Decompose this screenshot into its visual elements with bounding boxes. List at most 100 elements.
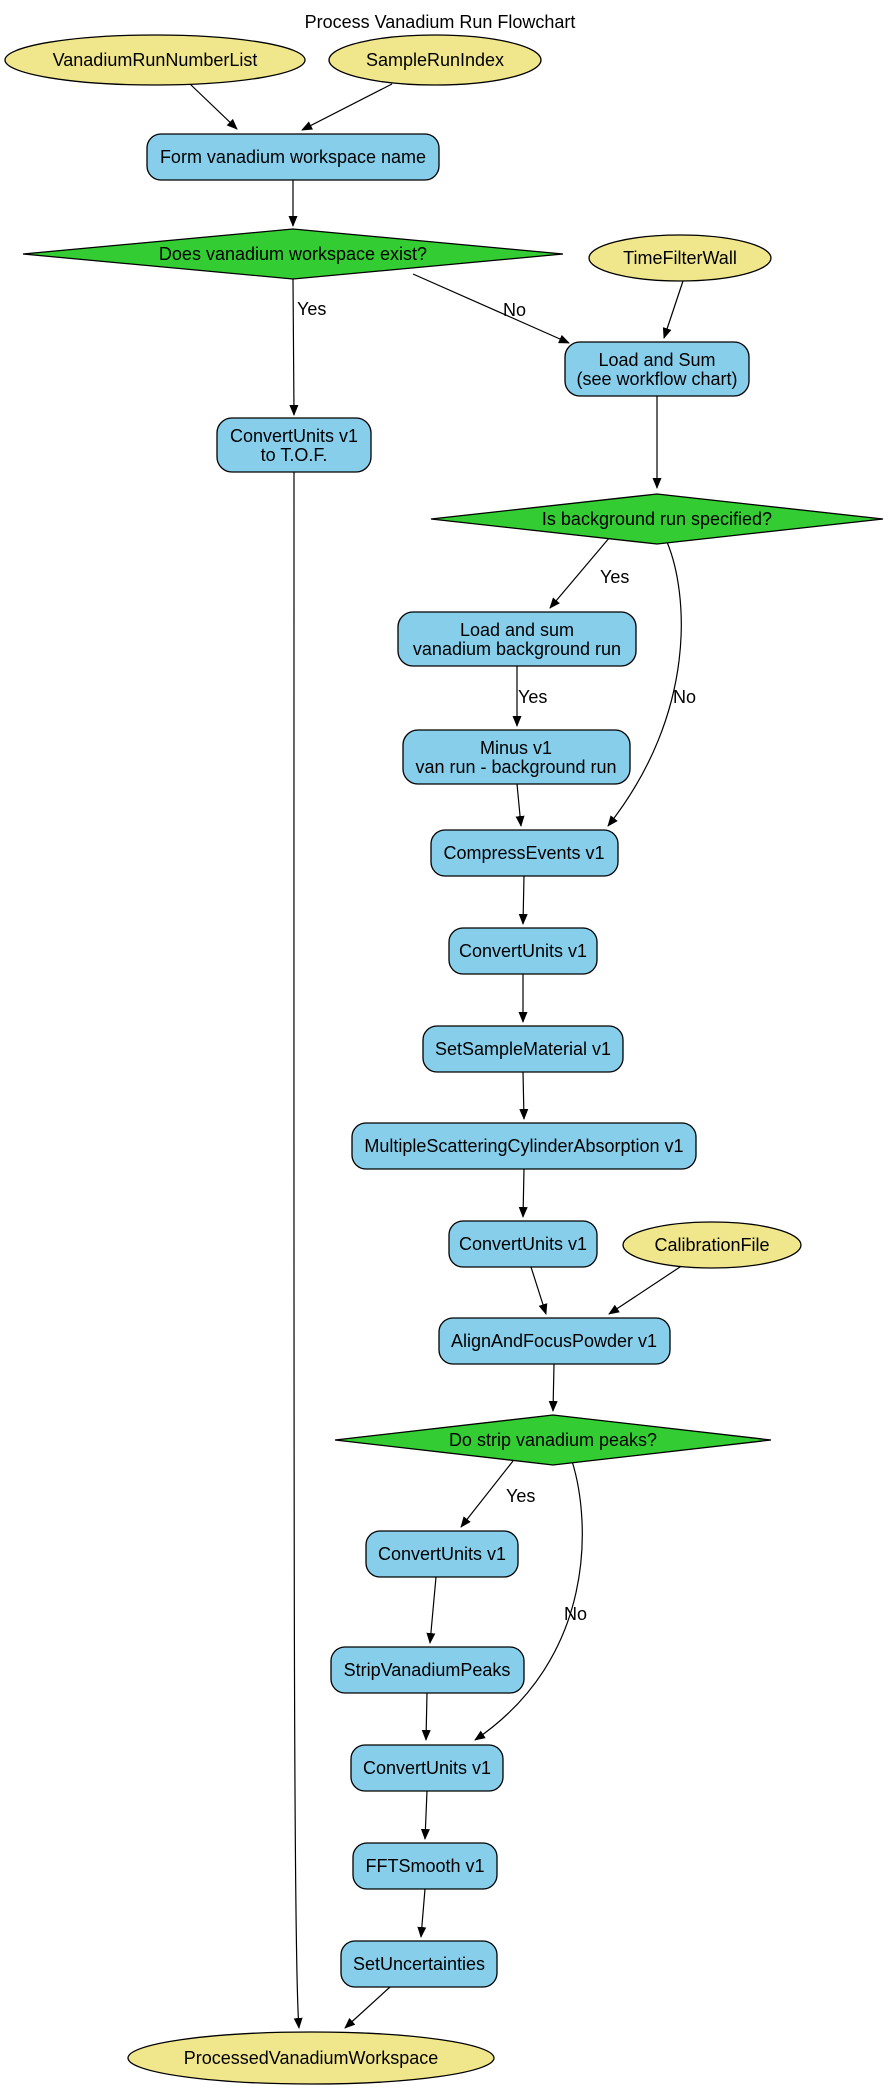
edge-convertunits2-to-alignandfocus bbox=[530, 1266, 548, 1315]
node-time-filter-wall: TimeFilterWall bbox=[588, 234, 772, 282]
decision-diamond bbox=[334, 1414, 772, 1466]
node-label: Form vanadium workspace name bbox=[160, 147, 426, 167]
node-label: AlignAndFocusPowder v1 bbox=[451, 1331, 657, 1351]
node-form-vanadium-workspace-name: Form vanadium workspace name bbox=[146, 133, 440, 181]
edge-background-yes-to-loadbackground bbox=[549, 536, 611, 609]
process-box bbox=[438, 1317, 671, 1365]
node-label-line2: to T.O.F. bbox=[261, 445, 328, 465]
edge-samplerunindex-to-form bbox=[301, 83, 393, 131]
node-label: VanadiumRunNumberList bbox=[53, 50, 258, 70]
node-label-line2: van run - background run bbox=[415, 757, 616, 777]
node-calibration-file: CalibrationFile bbox=[622, 1221, 802, 1269]
process-box bbox=[216, 417, 372, 473]
flowchart-title: Process Vanadium Run Flowchart bbox=[305, 12, 576, 32]
node-processed-vanadium-workspace: ProcessedVanadiumWorkspace bbox=[127, 2031, 495, 2085]
node-label-line2: (see workflow chart) bbox=[576, 369, 737, 389]
node-convert-units-tof: ConvertUnits v1 to T.O.F. bbox=[216, 417, 372, 473]
edge-vanadiumrunnumberlist-to-form bbox=[189, 83, 238, 130]
edge-timefilterwall-to-loadandsum bbox=[662, 280, 684, 339]
node-do-strip-vanadium-peaks: Do strip vanadium peaks? bbox=[334, 1414, 772, 1466]
node-label: SampleRunIndex bbox=[366, 50, 504, 70]
edge-label-loadbackground-yes: Yes bbox=[518, 687, 547, 707]
node-label: CompressEvents v1 bbox=[443, 843, 604, 863]
node-label: ProcessedVanadiumWorkspace bbox=[184, 2048, 438, 2068]
edge-label-background-yes: Yes bbox=[600, 567, 629, 587]
node-set-sample-material: SetSampleMaterial v1 bbox=[422, 1025, 624, 1073]
node-label: Is background run specified? bbox=[542, 509, 772, 529]
node-label: TimeFilterWall bbox=[623, 248, 737, 268]
process-box bbox=[397, 611, 637, 667]
node-does-vanadium-workspace-exist: Does vanadium workspace exist? bbox=[22, 228, 564, 280]
node-compress-events: CompressEvents v1 bbox=[430, 829, 619, 877]
node-label: Do strip vanadium peaks? bbox=[449, 1430, 657, 1450]
node-label-line2: vanadium background run bbox=[413, 639, 621, 659]
node-label: ConvertUnits v1 bbox=[459, 1234, 587, 1254]
decision-diamond bbox=[22, 228, 564, 280]
node-label: ConvertUnits v1 bbox=[459, 941, 587, 961]
node-strip-vanadium-peaks: StripVanadiumPeaks bbox=[330, 1646, 525, 1694]
decision-diamond bbox=[430, 493, 884, 545]
edge-minus-to-compressevents bbox=[515, 783, 525, 827]
input-ellipse bbox=[588, 234, 772, 282]
edge-exist-no-to-loadandsum bbox=[412, 273, 570, 344]
process-box bbox=[352, 1842, 498, 1890]
edge-label-strip-yes: Yes bbox=[506, 1486, 535, 1506]
edge-strip-no-to-convertunits4 bbox=[474, 1460, 583, 1741]
edge-convertunits-tof-to-processedworkspace bbox=[293, 471, 303, 2029]
node-minus: Minus v1 van run - background run bbox=[402, 729, 631, 785]
node-label: ConvertUnits v1 bbox=[363, 1758, 491, 1778]
node-label: StripVanadiumPeaks bbox=[344, 1660, 511, 1680]
node-label-line1: ConvertUnits v1 bbox=[230, 426, 358, 446]
process-box bbox=[330, 1646, 525, 1694]
node-multiple-scattering-cylinder-absorption: MultipleScatteringCylinderAbsorption v1 bbox=[351, 1122, 697, 1170]
process-box bbox=[340, 1940, 498, 1988]
node-convert-units-3: ConvertUnits v1 bbox=[365, 1530, 519, 1578]
node-align-and-focus-powder: AlignAndFocusPowder v1 bbox=[438, 1317, 671, 1365]
edge-label-strip-no: No bbox=[564, 1604, 587, 1624]
node-label: MultipleScatteringCylinderAbsorption v1 bbox=[364, 1136, 683, 1156]
edge-convertunits3-to-stripvanadiumpeaks bbox=[426, 1576, 437, 1644]
node-load-and-sum-vanadium-background-run: Load and sum vanadium background run bbox=[397, 611, 637, 667]
edge-background-no-to-compressevents bbox=[607, 541, 682, 827]
edge-label-background-no: No bbox=[673, 687, 696, 707]
edge-convertunits4-to-fftsmooth bbox=[420, 1790, 430, 1840]
node-label: ConvertUnits v1 bbox=[378, 1544, 506, 1564]
node-label: SetSampleMaterial v1 bbox=[435, 1039, 611, 1059]
edge-label-exist-no: No bbox=[503, 300, 526, 320]
process-box bbox=[402, 729, 631, 785]
node-label: FFTSmooth v1 bbox=[365, 1856, 484, 1876]
edge-compressevents-to-convertunits1 bbox=[518, 875, 528, 925]
input-ellipse bbox=[4, 34, 306, 86]
edge-setsamplematerial-to-multiplescattering bbox=[519, 1071, 529, 1120]
edge-alignandfocus-to-strip-decision bbox=[548, 1363, 558, 1412]
edge-calibrationfile-to-alignandfocus bbox=[608, 1264, 684, 1315]
node-label: CalibrationFile bbox=[654, 1235, 769, 1255]
node-set-uncertainties: SetUncertainties bbox=[340, 1940, 498, 1988]
process-box bbox=[564, 341, 750, 397]
node-label-line1: Load and sum bbox=[460, 620, 574, 640]
process-box bbox=[365, 1530, 519, 1578]
node-convert-units-1: ConvertUnits v1 bbox=[448, 927, 598, 975]
input-ellipse bbox=[622, 1221, 802, 1269]
node-convert-units-2: ConvertUnits v1 bbox=[448, 1220, 598, 1268]
node-label: SetUncertainties bbox=[353, 1954, 485, 1974]
edge-setuncertainties-to-processedworkspace bbox=[344, 1986, 391, 2029]
input-ellipse bbox=[328, 34, 542, 86]
process-box bbox=[422, 1025, 624, 1073]
node-vanadium-run-number-list: VanadiumRunNumberList bbox=[4, 34, 306, 86]
output-ellipse bbox=[127, 2031, 495, 2085]
process-box bbox=[350, 1744, 504, 1792]
process-box bbox=[351, 1122, 697, 1170]
node-label-line1: Load and Sum bbox=[598, 350, 715, 370]
edge-multiplescattering-to-convertunits2 bbox=[518, 1168, 528, 1218]
node-is-background-run-specified: Is background run specified? bbox=[430, 493, 884, 545]
node-label-line1: Minus v1 bbox=[480, 738, 552, 758]
process-box bbox=[448, 927, 598, 975]
node-sample-run-index: SampleRunIndex bbox=[328, 34, 542, 86]
edge-fftsmooth-to-setuncertainties bbox=[417, 1888, 427, 1938]
edge-strip-yes-to-convertunits3 bbox=[460, 1460, 514, 1528]
node-load-and-sum: Load and Sum (see workflow chart) bbox=[564, 341, 750, 397]
edge-stripvanadiumpeaks-to-convertunits4 bbox=[421, 1692, 431, 1741]
